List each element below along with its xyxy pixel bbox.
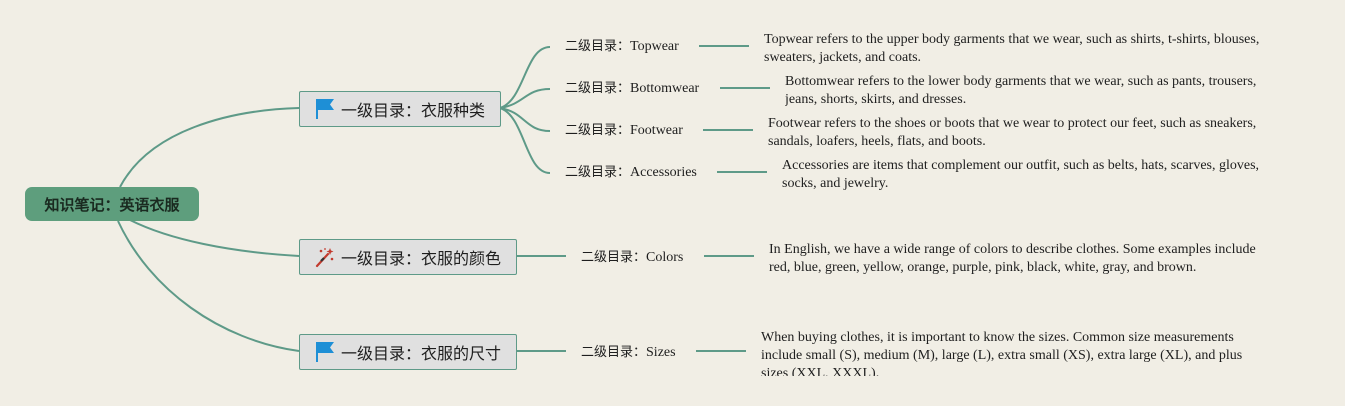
- subtopic-topwear[interactable]: 二级目录：Topwear: [565, 37, 679, 57]
- subtopic-footwear[interactable]: 二级目录：Footwear: [565, 121, 683, 141]
- subtopic-bottomwear[interactable]: 二级目录：Bottomwear: [565, 79, 699, 99]
- subtopic-colors-prefix: 二级目录：: [581, 250, 647, 265]
- subtopic-accessories-name: Accessories: [630, 165, 697, 180]
- note-bottomwear: Bottomwear refers to the lower body garm…: [785, 74, 1257, 107]
- note-accessories: Accessories are items that complement ou…: [782, 158, 1260, 191]
- root-topic[interactable]: 知识笔记：英语衣服: [25, 187, 199, 221]
- subtopic-sizes[interactable]: 二级目录：Sizes: [581, 343, 676, 363]
- subtopic-footwear-prefix: 二级目录：: [565, 123, 631, 138]
- branch-clothing-types-label: 一级目录：衣服种类: [340, 101, 485, 120]
- subtopic-topwear-prefix: 二级目录：: [565, 39, 631, 54]
- subtopic-bottomwear-prefix: 二级目录：: [565, 81, 631, 96]
- note-colors: In English, we have a wide range of colo…: [769, 242, 1256, 275]
- connector-root-branch-3: [117, 220, 300, 352]
- branch-clothing-colors[interactable]: 一级目录：衣服的颜色: [299, 239, 517, 275]
- connector-root-branch-2: [129, 219, 300, 257]
- subtopic-colors-name: Colors: [646, 250, 684, 265]
- subtopic-sizes-prefix: 二级目录：: [581, 345, 647, 360]
- magic-wand-icon: [315, 246, 335, 268]
- flag-icon: [315, 98, 335, 120]
- connector-branch-1-topwear: [499, 46, 551, 109]
- connector-branch-1-accessories: [499, 107, 551, 174]
- subtopic-colors[interactable]: 二级目录：Colors: [581, 248, 683, 268]
- branch-clothing-types[interactable]: 一级目录：衣服种类: [299, 91, 501, 127]
- note-topwear: Topwear refers to the upper body garment…: [764, 32, 1260, 65]
- connector-branch-1-footwear: [499, 107, 551, 132]
- subtopic-bottomwear-name: Bottomwear: [630, 81, 700, 96]
- root-topic-label: 知识笔记：英语衣服: [44, 195, 180, 214]
- subtopic-accessories-prefix: 二级目录：: [565, 165, 631, 180]
- branch-clothing-sizes-label: 一级目录：衣服的尺寸: [340, 344, 501, 363]
- note-footwear: Footwear refers to the shoes or boots th…: [768, 116, 1257, 149]
- connector-root-branch-1: [119, 107, 300, 188]
- note-sizes: When buying clothes, it is important to …: [761, 330, 1243, 376]
- branch-clothing-sizes[interactable]: 一级目录：衣服的尺寸: [299, 334, 517, 370]
- subtopic-sizes-name: Sizes: [646, 345, 676, 360]
- subtopic-footwear-name: Footwear: [630, 123, 683, 138]
- subtopic-accessories[interactable]: 二级目录：Accessories: [565, 163, 697, 183]
- connector-branch-1-bottomwear: [499, 88, 551, 109]
- subtopic-topwear-name: Topwear: [630, 39, 679, 54]
- flag-icon: [315, 341, 335, 363]
- branch-clothing-colors-label: 一级目录：衣服的颜色: [340, 249, 501, 268]
